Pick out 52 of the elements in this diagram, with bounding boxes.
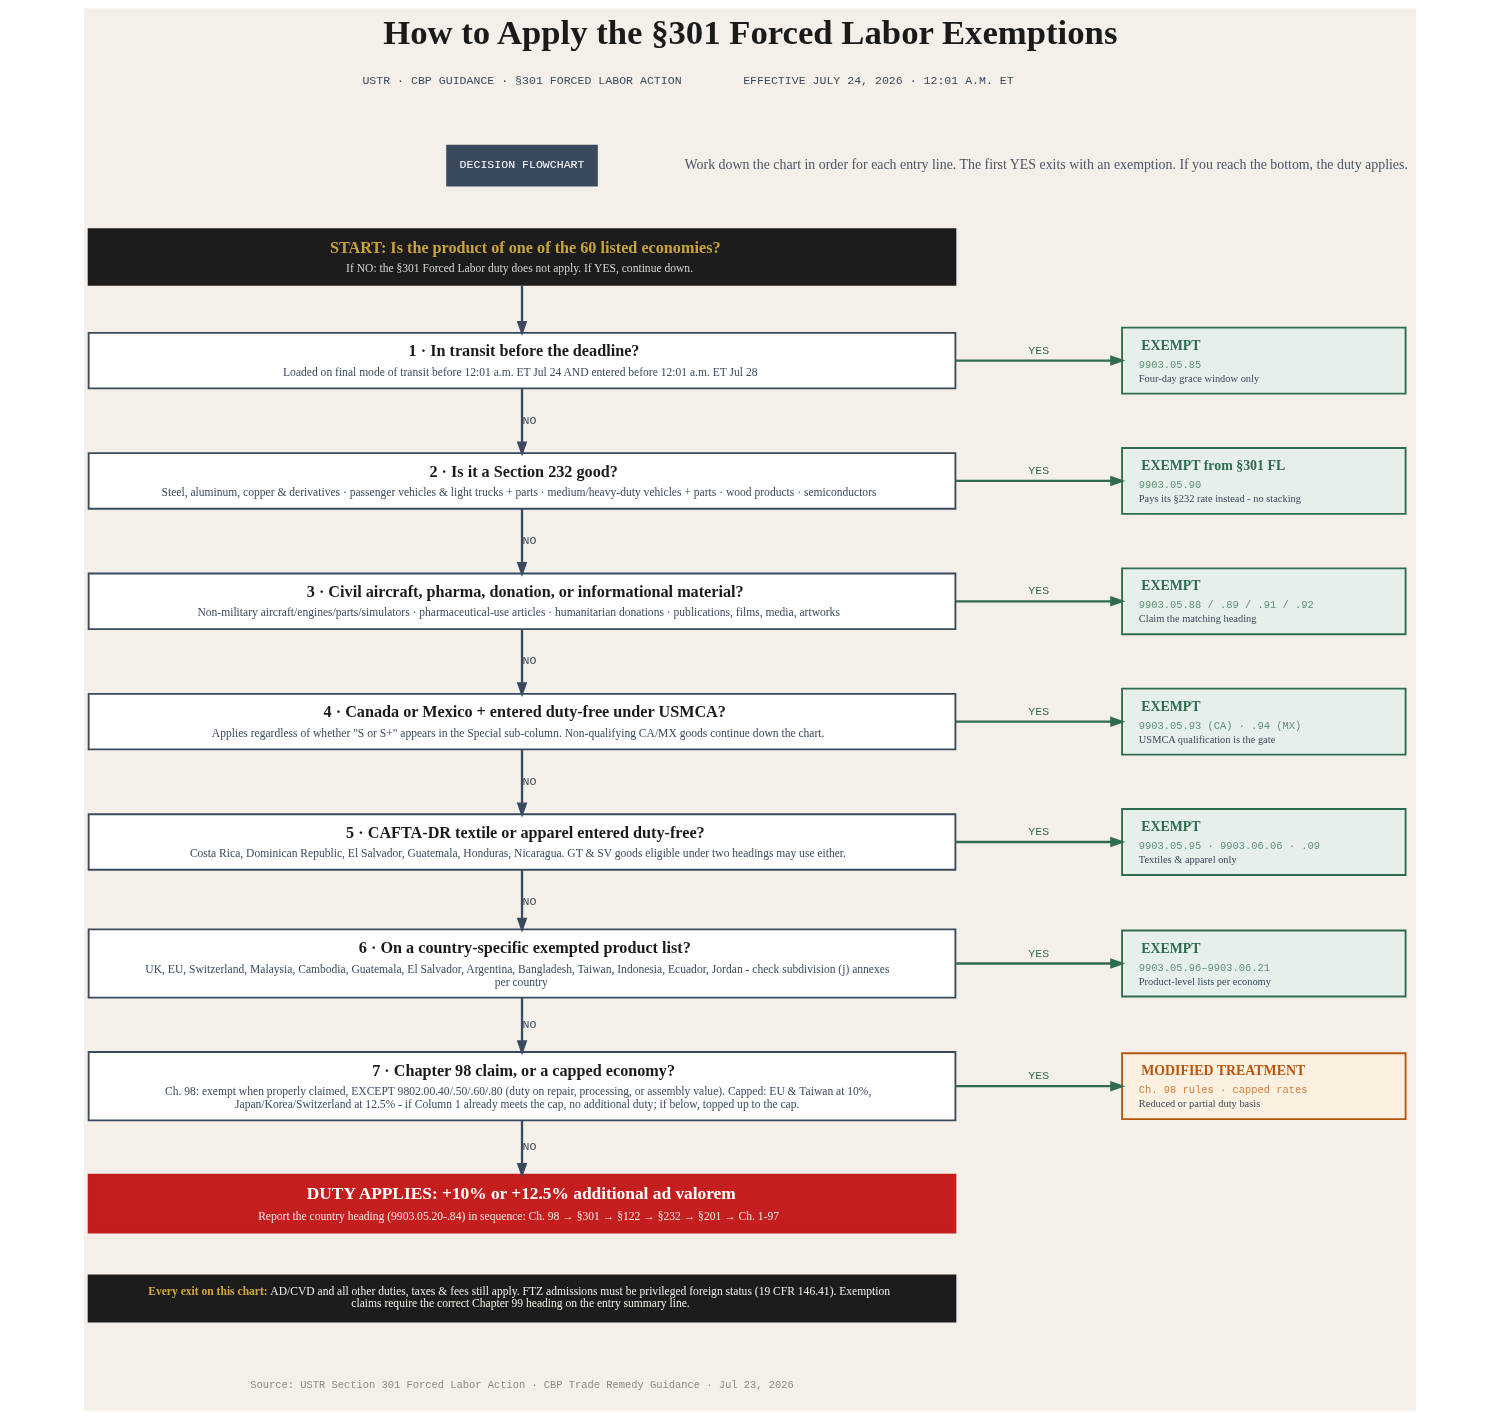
edge-label: YES: [1028, 825, 1050, 839]
node-box: 3 · Civil aircraft, pharma, donation, or informational material? Non-military aircraft/engines/parts/simulators · pharmaceutical-use articles · humanitarian donations · publications, films, media, artworks: [87, 572, 957, 630]
edge-label: NO: [522, 413, 537, 427]
node-box: 4 · Canada or Mexico + entered duty-free under USMCA? Applies regardless of whether "S or S+" appears in the Special sub-column. Non-qualifying CA/MX goods continue down the chart.: [87, 692, 957, 751]
node-box: EXEMPT from §301 FL 9903.05.90 Pays its §232 rate instead - no stacking: [1121, 447, 1407, 515]
edge-label: NO: [522, 1140, 537, 1154]
edge-label: YES: [1028, 704, 1050, 718]
label: EFFECTIVE JULY 24, 2026 · 12:01 A.M. ET: [743, 74, 1014, 87]
edge-label: YES: [1028, 946, 1050, 960]
arrow: [516, 869, 528, 933]
arrow: [955, 836, 1126, 848]
node-box: 7 · Chapter 98 claim, or a capped economy? Ch. 98: exempt when properly claimed, EXCEPT 9802.00.40/.50/.60/.80 (duty on repair, processing, or assembly value). Capped: EU & Taiwan at 10%, Japan/Korea/Switzerland at 12.5% - if Column 1 already meets the cap, no additional duty; if below, topped up to the cap.: [87, 1051, 957, 1122]
node-box: EXEMPT 9903.05.96–9903.06.21 Product-level lists per economy: [1121, 929, 1407, 998]
arrow: [516, 749, 528, 818]
edge-label: NO: [522, 1017, 537, 1031]
node-box: 2 · Is it a Section 232 good? Steel, aluminum, copper & derivatives · passenger vehicles & light trucks + parts · medium/heavy-duty vehicles + parts · wood products · semiconductors: [87, 452, 957, 510]
arrow: [516, 388, 528, 457]
edge-label: YES: [1028, 1069, 1050, 1083]
node-box: MODIFIED TREATMENT Ch. 98 rules · capped rates Reduced or partial duty basis: [1121, 1052, 1407, 1121]
arrow: [516, 285, 528, 337]
node-box: 5 · CAFTA-DR textile or apparel entered duty-free? Costa Rica, Dominican Republic, El Salvador, Guatemala, Honduras, Nicaragua. GT & SV goods eligible under two headings may use either.: [87, 813, 957, 871]
arrow: [955, 475, 1126, 487]
edge-label: NO: [522, 895, 537, 909]
arrow: [516, 1120, 528, 1179]
edge-label: YES: [1028, 464, 1050, 477]
edge-label: NO: [522, 654, 537, 668]
arrow: [955, 958, 1126, 969]
node-box: EXEMPT 9903.05.93 (CA) · .94 (MX) USMCA qualification is the gate: [1121, 687, 1407, 756]
arrow: [955, 596, 1126, 607]
arrow: [516, 997, 528, 1056]
edge-label: NO: [522, 534, 537, 548]
diagram-title: How to Apply the §301 Forced Labor Exemptions: [383, 13, 1118, 53]
edge-label: NO: [522, 774, 537, 788]
label: Source: USTR Section 301 Forced Labor Action · CBP Trade Remedy Guidance · Jul 23, 2026: [250, 1378, 794, 1391]
arrow: [955, 716, 1126, 727]
arrow: [955, 355, 1126, 366]
label: DECISION FLOWCHART: [459, 158, 585, 172]
edge-label: YES: [1028, 584, 1050, 598]
node-box: EXEMPT 9903.05.88 / .89 / .91 / .92 Claim the matching heading: [1121, 567, 1407, 636]
arrow: [516, 629, 528, 698]
node-box: START: Is the product of one of the 60 listed economies? If NO: the §301 Forced Labor duty does not apply. If YES, continue down.: [87, 228, 957, 286]
arrow: [955, 1080, 1126, 1092]
node-box: 1 · In transit before the deadline? Loaded on final mode of transit before 12:01 a.m. ET Jul 24 AND entered before 12:01 a.m. ET Jul 28: [87, 331, 957, 390]
label: USTR · CBP GUIDANCE · §301 FORCED LABOR ACTION: [362, 74, 682, 87]
node-box: DUTY APPLIES: +10% or +12.5% additional ad valorem Report the country heading (9903.05.20-.84) in sequence: Ch. 98 → §301 → §122 → §232 → §201 → Ch. 1-97: [87, 1173, 957, 1234]
label: Work down the chart in order for each entry line. The first YES exits with an exemption. If you reach the bottom, the duty applies.: [684, 157, 1408, 173]
node-box: 6 · On a country-specific exempted product list? UK, EU, Switzerland, Malaysia, Cambodia, Guatemala, El Salvador, Argentina, Bangladesh, Taiwan, Indonesia, Ecuador, Jordan - check subdivision (j) annexes per country: [87, 928, 957, 999]
node-box: Every exit on this chart: AD/CVD and all other duties, taxes & fees still apply. FTZ admissions must be privileged foreign status (19 CFR 146.41). Exemption claims require the correct Chapter 99 heading on the entry summary line.: [87, 1274, 957, 1323]
arrow: [516, 508, 528, 577]
node-box: EXEMPT 9903.05.95 · 9903.06.06 · .09 Textiles & apparel only: [1121, 808, 1407, 876]
node-box: EXEMPT 9903.05.85 Four-day grace window only: [1121, 326, 1407, 395]
edge-label: YES: [1028, 343, 1050, 357]
